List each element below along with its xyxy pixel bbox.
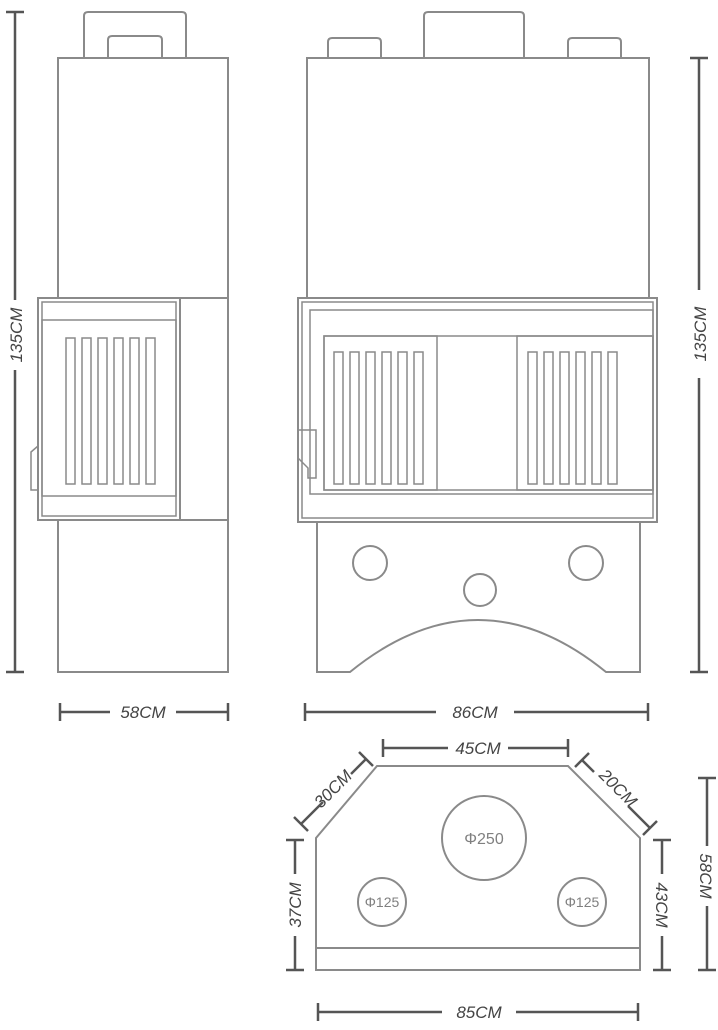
top-total-depth-dimension: 58CM <box>696 776 716 972</box>
side-door-handle <box>30 445 39 491</box>
front-door-inner <box>323 335 654 491</box>
side-door-panel <box>37 297 181 521</box>
front-door-outer <box>297 297 658 523</box>
top-view: Φ250 Φ125 Φ125 <box>315 765 641 971</box>
top-total-depth-label: 58CM <box>696 853 715 899</box>
top-back-width-dimension: 45CM <box>381 739 570 758</box>
side-view <box>30 11 229 673</box>
front-height-dimension: 135CM <box>690 56 710 674</box>
side-upper-body <box>57 57 229 299</box>
front-collar-center <box>423 11 525 58</box>
top-right-depth-dimension: 43CM <box>652 838 671 972</box>
side-base <box>57 519 229 673</box>
side-width-label: 58CM <box>120 703 166 722</box>
top-left-depth-label: 37CM <box>286 881 305 927</box>
outlet-right-label: Φ125 <box>565 894 600 910</box>
top-back-width-label: 45CM <box>455 739 501 758</box>
front-slat-group-left <box>323 335 438 491</box>
front-door-handle <box>297 429 317 479</box>
front-upper-body <box>306 57 650 299</box>
side-door-inner <box>41 319 177 497</box>
front-vent-left <box>352 545 388 581</box>
side-height-label: 135CM <box>7 307 26 363</box>
side-width-dimension: 58CM <box>58 703 230 722</box>
outlet-left-label: Φ125 <box>365 894 400 910</box>
front-height-label: 135CM <box>691 306 710 362</box>
side-height-dimension: 135CM <box>6 10 26 674</box>
outlet-large-label: Φ250 <box>464 831 504 848</box>
front-view <box>297 11 658 673</box>
side-flue-collar-inner <box>107 35 163 58</box>
top-outline <box>315 765 641 971</box>
front-width-dimension: 86CM <box>303 703 650 722</box>
side-flue-collar <box>83 11 187 58</box>
front-slats-right <box>527 351 618 485</box>
side-slats <box>65 337 156 485</box>
front-slat-group-right <box>516 335 654 491</box>
front-collar-left <box>327 37 382 58</box>
outlet-right <box>557 877 607 927</box>
outlet-large <box>441 795 527 881</box>
top-right-depth-label: 43CM <box>652 882 671 928</box>
top-left-diagonal-label: 30CM <box>310 766 356 812</box>
front-vent-right <box>568 545 604 581</box>
top-left-diagonal-dimension: 30CM <box>293 751 374 832</box>
top-left-depth-dimension: 37CM <box>286 838 305 972</box>
top-front-width-label: 85CM <box>456 1003 502 1022</box>
front-vent-center <box>463 573 497 607</box>
front-slats-left <box>333 351 424 485</box>
front-base <box>316 522 641 673</box>
side-right-panel <box>179 297 229 521</box>
top-right-diagonal-label: 20CM <box>594 765 641 812</box>
front-width-label: 86CM <box>452 703 498 722</box>
front-collar-right <box>567 37 622 58</box>
outlet-left <box>357 877 407 927</box>
top-front-width-dimension: 85CM <box>316 1003 640 1022</box>
top-right-diagonal-dimension: 20CM <box>574 752 658 836</box>
side-door-frame <box>41 301 177 517</box>
